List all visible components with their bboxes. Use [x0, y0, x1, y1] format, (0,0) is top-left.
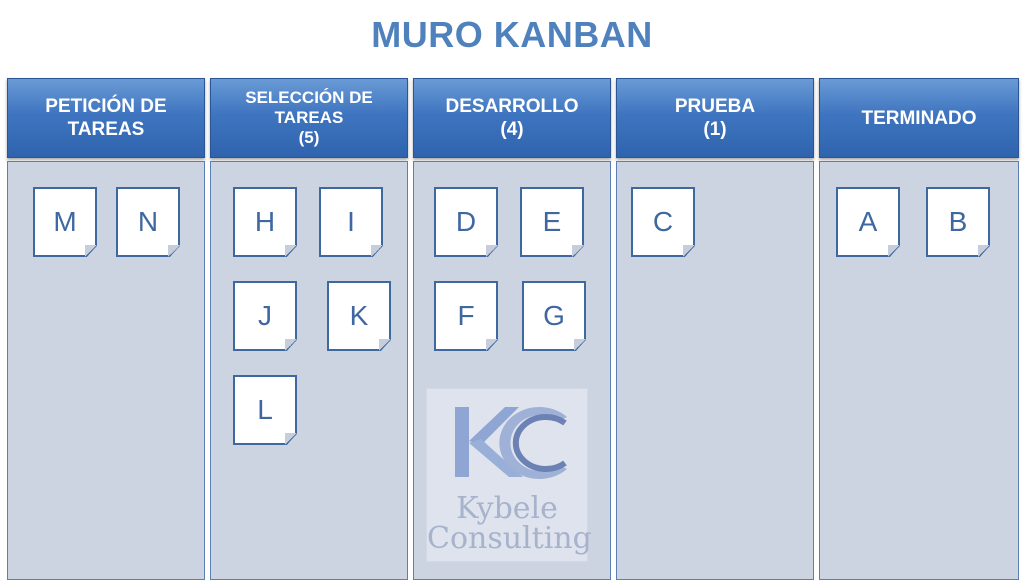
kc-monogram-icon	[455, 407, 567, 479]
column-header-line: DESARROLLO	[445, 96, 579, 117]
page-title: MURO KANBAN	[371, 14, 653, 55]
column-header-line: PETICIÓN DE	[45, 96, 167, 117]
column-header: TERMINADO	[819, 78, 1019, 158]
column-header: PRUEBA (1)	[616, 78, 814, 158]
task-card-n[interactable]: N	[116, 187, 180, 257]
column-peticion: PETICIÓN DE TAREAS	[7, 78, 205, 580]
column-header: PETICIÓN DE TAREAS	[7, 78, 205, 158]
column-header-line: (4)	[500, 119, 524, 140]
task-card-m[interactable]: M	[33, 187, 97, 257]
kybele-consulting-logo: Kybele Consulting	[426, 388, 592, 562]
task-card-j[interactable]: J	[233, 281, 297, 351]
column-header-line: SELECCIÓN DE	[245, 88, 373, 107]
task-card-b[interactable]: B	[926, 187, 990, 257]
task-card-k[interactable]: K	[327, 281, 391, 351]
task-card-i[interactable]: I	[319, 187, 383, 257]
column-header: SELECCIÓN DE TAREAS (5)	[210, 78, 408, 158]
logo-text-line: Kybele	[456, 491, 558, 526]
task-card-c[interactable]: C	[631, 187, 695, 257]
task-card-a[interactable]: A	[836, 187, 900, 257]
column-terminado: TERMINADO	[819, 78, 1019, 580]
kanban-board: PETICIÓN DE TAREAS SELECCIÓN DE TAREAS (…	[7, 78, 1019, 580]
column-header-line: TAREAS	[274, 108, 344, 127]
column-header-line: TAREAS	[67, 119, 145, 140]
task-card-g[interactable]: G	[522, 281, 586, 351]
logo-text-line: Consulting	[427, 521, 592, 556]
column-header-line: TERMINADO	[861, 107, 977, 129]
task-card-d[interactable]: D	[434, 187, 498, 257]
task-card-f[interactable]: F	[434, 281, 498, 351]
column-prueba: PRUEBA (1)	[616, 78, 814, 580]
column-header: DESARROLLO (4)	[413, 78, 611, 158]
column-header-line: (5)	[298, 128, 320, 147]
task-card-h[interactable]: H	[233, 187, 297, 257]
task-card-l[interactable]: L	[233, 375, 297, 445]
task-card-e[interactable]: E	[520, 187, 584, 257]
column-header-line: (1)	[703, 119, 727, 140]
column-header-line: PRUEBA	[674, 96, 756, 117]
